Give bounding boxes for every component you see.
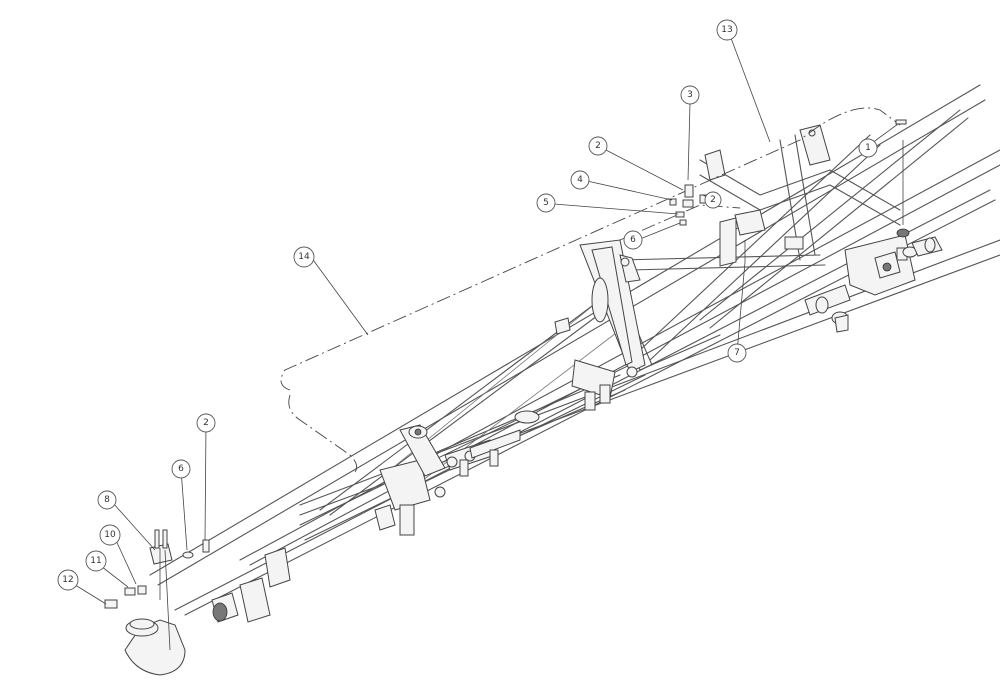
leader-lines [71, 37, 899, 605]
callout-2: 2 [704, 191, 722, 209]
top-mount-bracket [704, 124, 831, 250]
callout-6: 6 [171, 459, 191, 479]
svg-text:10: 10 [104, 530, 116, 540]
center-bracket [579, 239, 646, 378]
callout-12: 12 [57, 569, 79, 591]
callout-10: 10 [99, 524, 121, 546]
callout-13: 13 [716, 19, 738, 41]
callout-11: 11 [85, 550, 107, 572]
callout-3: 3 [680, 85, 700, 105]
svg-text:8: 8 [104, 495, 110, 505]
callout-2: 2 [196, 413, 216, 433]
svg-text:6: 6 [630, 235, 636, 245]
svg-text:2: 2 [203, 418, 209, 428]
svg-text:5: 5 [543, 198, 549, 208]
callout-7: 7 [727, 343, 747, 363]
callout-8: 8 [97, 490, 117, 510]
boom-frame [149, 84, 1000, 616]
callout-1: 1 [858, 138, 878, 158]
callouts: 13 3 2 2 1 4 5 6 [57, 19, 878, 591]
svg-text:11: 11 [90, 556, 101, 566]
hinge-hardware [669, 184, 746, 267]
svg-text:3: 3 [687, 90, 693, 100]
svg-text:6: 6 [178, 464, 184, 474]
svg-text:2: 2 [710, 195, 716, 205]
callout-5: 5 [536, 193, 556, 213]
callout-2: 2 [588, 136, 608, 156]
svg-text:2: 2 [595, 141, 601, 151]
svg-text:12: 12 [62, 575, 73, 585]
callout-14: 14 [293, 246, 315, 268]
svg-text:4: 4 [577, 175, 583, 185]
lower-hinge-assembly [374, 317, 616, 536]
svg-text:14: 14 [298, 252, 310, 262]
svg-text:1: 1 [865, 143, 871, 153]
callout-6: 6 [623, 230, 643, 250]
callout-4: 4 [570, 170, 590, 190]
boom-end-assembly [104, 529, 291, 676]
svg-text:13: 13 [721, 25, 732, 35]
assembly-outlines [280, 107, 901, 473]
valve-assembly [804, 119, 943, 333]
svg-text:7: 7 [734, 348, 740, 358]
